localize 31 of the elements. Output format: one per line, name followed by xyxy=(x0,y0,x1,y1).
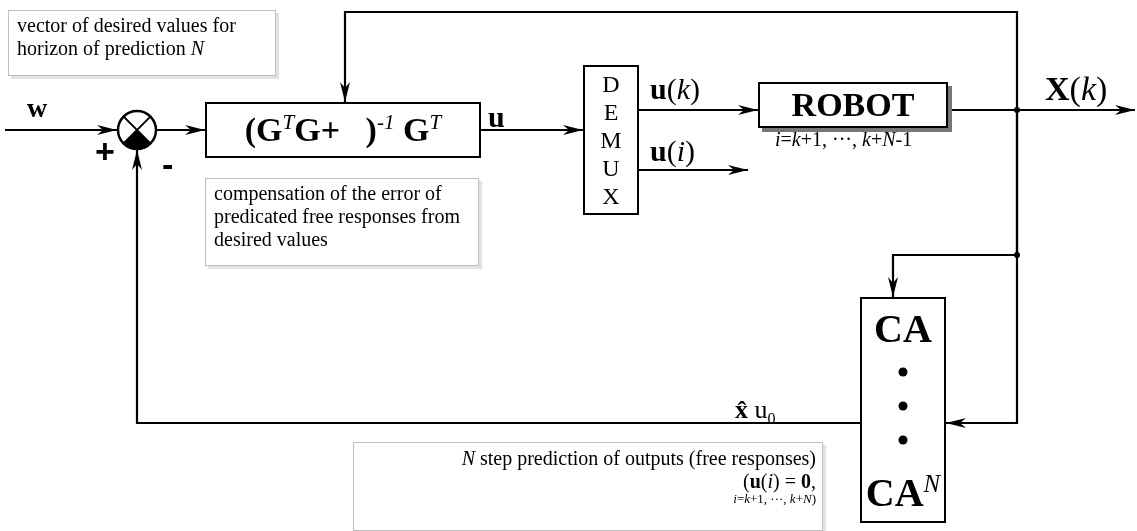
edge-label: w xyxy=(27,92,48,124)
arrow xyxy=(481,125,583,135)
block-label: ROBOT xyxy=(791,86,915,124)
note-box xyxy=(205,178,479,266)
predictor-block xyxy=(860,297,946,523)
index-range-label: i=k+1, ···, k+N-1 xyxy=(775,128,913,151)
note-box xyxy=(353,442,823,531)
block-label: DEMUX xyxy=(599,70,623,210)
demux-block xyxy=(583,65,639,215)
gain-block xyxy=(205,102,481,158)
block-label: CA$^{N}$ xyxy=(865,468,941,515)
arrow xyxy=(639,165,748,175)
sign-label: + xyxy=(95,132,115,171)
arrow xyxy=(639,105,758,115)
block-label: CA xyxy=(874,307,932,351)
note-box xyxy=(8,10,276,76)
sign-label: - xyxy=(162,145,174,184)
note-text: vector of desired values for horizon of prediction N xyxy=(17,14,237,60)
formula-text: (u(i) = 0, xyxy=(743,470,816,492)
arrow xyxy=(5,125,117,135)
note-text: N step prediction of outputs (free responses) xyxy=(460,447,816,470)
edge-label: u xyxy=(488,100,505,134)
arrow xyxy=(132,150,860,425)
edge-label: X(k) xyxy=(1045,70,1108,108)
arrow xyxy=(946,108,1019,428)
formula-subscript: i=k+1, ···, k+N) xyxy=(733,492,816,506)
edge-label: u(k) xyxy=(650,72,700,106)
note-text: compensation of the error of predicated free responses from desired values xyxy=(214,182,461,251)
arrow xyxy=(157,125,205,135)
edge-label: u(i) xyxy=(650,134,696,168)
transfer-function: (G$^{T}$G+ )$^{-1}$ G$^{T}$ xyxy=(244,110,442,150)
